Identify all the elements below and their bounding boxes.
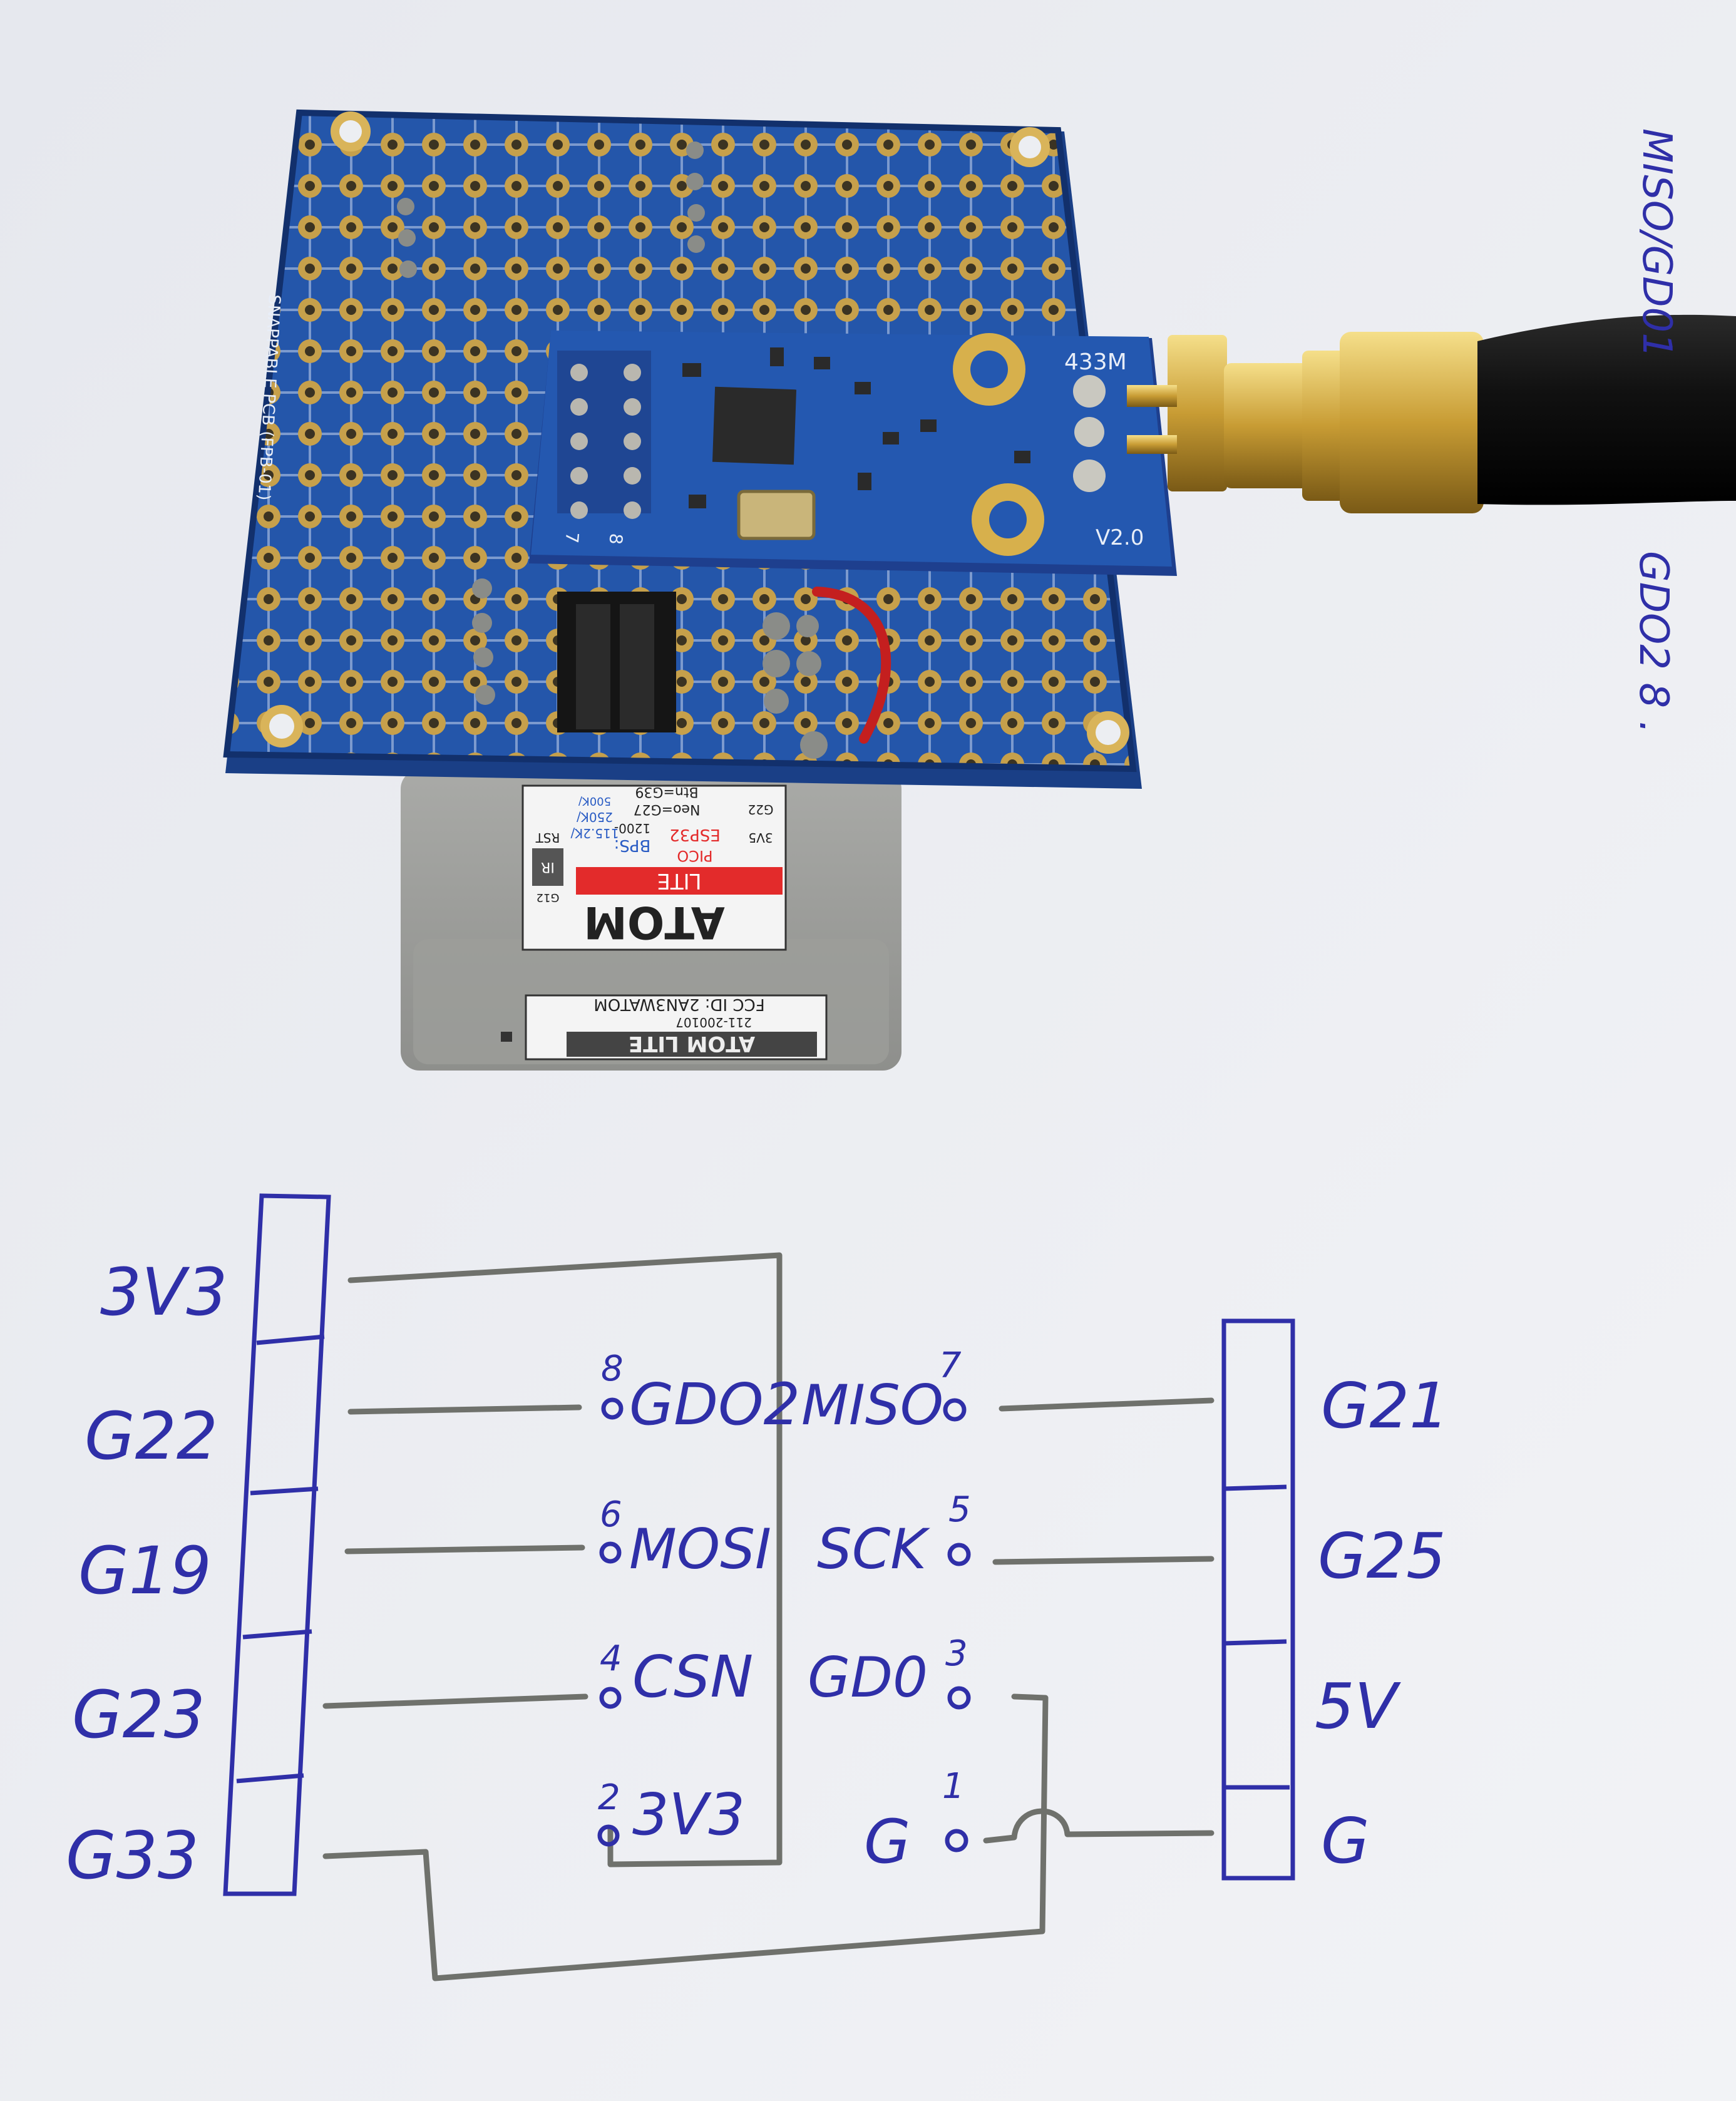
- atom-bps-value-1: 115.2K/: [570, 826, 619, 841]
- pencil-wires: [322, 1252, 1215, 1981]
- atom-btn-label: Btn=G39: [635, 784, 698, 799]
- module-pin-number-7: 7: [562, 532, 583, 545]
- note-line-gdo2: GDO2 8 .: [1630, 551, 1677, 734]
- atom-g12-label: G12: [537, 891, 560, 904]
- atom-bps-value-0: 1200-: [614, 821, 650, 836]
- pin-csn: 4 CSN: [599, 1638, 753, 1710]
- atom-lite-device: LITE ATOM ESP32 PICO BPS: 1200- 115.2K/ …: [401, 770, 901, 1071]
- pin-mosi: 6 MOSI: [599, 1494, 771, 1581]
- pin-number: 8: [601, 1348, 624, 1389]
- atom-chip-label: ESP32: [669, 825, 721, 844]
- pin-miso: MISO 7: [801, 1345, 967, 1437]
- module-pin-number-8: 8: [605, 533, 627, 546]
- pin-3v3: 2 3V3: [597, 1777, 745, 1848]
- pin-number: 5: [948, 1489, 971, 1530]
- pin-number: 1: [942, 1766, 965, 1807]
- atom-chip-sub-label: PICO: [677, 847, 712, 865]
- pin-name: GDO2: [629, 1371, 800, 1438]
- atom-ir-label: IR: [541, 859, 555, 875]
- pin-gd0: GD0 3: [808, 1633, 971, 1710]
- right-label-g21: G21: [1321, 1369, 1449, 1442]
- pin-gdo2: 8 GDO2: [601, 1348, 800, 1438]
- atom-g22-label: G22: [748, 802, 774, 817]
- module-left-pins: 8 GDO2 6 MOSI 4 CSN 2 3V3: [597, 1348, 800, 1848]
- atom-bps-value-2: 250K/: [577, 809, 613, 824]
- right-header-strip: [1221, 1318, 1295, 1881]
- pin-sck: SCK 5: [817, 1489, 971, 1581]
- atom-variant-label: LITE: [657, 868, 701, 893]
- right-label-5v: 5V: [1315, 1670, 1402, 1743]
- wiring-diagram: 3V3 G22 G19 G23 G33 8 GDO2 6 MOSI 4 CSN: [66, 1193, 1449, 1981]
- cc1101-module: 7 8 433M V2.0: [529, 331, 1177, 576]
- sma-antenna-connector: [1127, 314, 1736, 513]
- atom-bps-label: BPS:: [614, 836, 651, 855]
- left-label-g22: G22: [85, 1398, 218, 1474]
- hardware-photo: LITE ATOM ESP32 PICO BPS: 1200- 115.2K/ …: [223, 109, 1736, 1071]
- left-label-3v3: 3V3: [100, 1254, 227, 1330]
- left-label-g19: G19: [78, 1533, 212, 1609]
- pin-number: 7: [939, 1345, 962, 1386]
- atom-fcc-label: FCC ID: 2AN3WATOM: [593, 995, 764, 1014]
- atom-neo-label: Neo=G27: [634, 801, 701, 817]
- atom-side-label: ATOM LITE: [629, 1031, 755, 1056]
- pin-number: 4: [600, 1638, 622, 1679]
- module-version-label: V2.0: [1096, 525, 1144, 550]
- pin-number: 6: [600, 1494, 622, 1535]
- pin-number: 2: [598, 1777, 620, 1818]
- right-label-g: G: [1321, 1804, 1370, 1878]
- pin-name: MISO: [801, 1373, 943, 1437]
- module-right-pins: MISO 7 SCK 5 GD0 3 G 1: [801, 1345, 971, 1877]
- left-header-strip: [223, 1193, 331, 1896]
- pin-g: G 1: [864, 1766, 968, 1877]
- pin-number: 3: [945, 1633, 968, 1674]
- left-label-g23: G23: [72, 1677, 205, 1753]
- atom-rst-label: RST: [535, 830, 560, 845]
- atom-brand-label: ATOM: [583, 896, 725, 948]
- left-label-g33: G33: [66, 1817, 199, 1894]
- pin-name: MOSI: [629, 1517, 771, 1581]
- pin-name: G: [864, 1807, 910, 1877]
- pin-name: CSN: [632, 1643, 753, 1710]
- pin-name: SCK: [817, 1517, 930, 1581]
- pin-name: 3V3: [632, 1781, 745, 1848]
- atom-code-label: 211-200107: [675, 1015, 752, 1030]
- module-pin-header: [557, 351, 651, 519]
- note-line-miso: MISO/GD01: [1633, 128, 1680, 358]
- top-right-note: MISO/GD01 GDO2 8 .: [1630, 128, 1680, 734]
- module-freq-label: 433M: [1064, 349, 1127, 375]
- right-label-g25: G25: [1318, 1519, 1446, 1593]
- atom-3v5-label: 3V5: [748, 830, 773, 845]
- pin-name: GD0: [808, 1645, 928, 1710]
- atom-bps-value-3: 500K/: [578, 794, 611, 808]
